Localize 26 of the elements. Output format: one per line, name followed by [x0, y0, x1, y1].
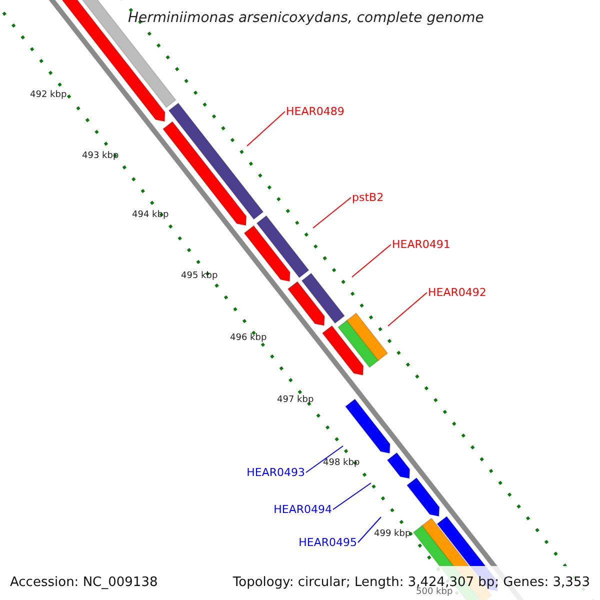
gene-name: HEAR0492: [428, 287, 486, 298]
scale-label: 495 kbp: [181, 272, 218, 281]
scale-label: 492 kbp: [30, 91, 67, 100]
gene-name: HEAR0494: [274, 504, 332, 515]
gene-name: HEAR0493: [246, 467, 305, 478]
leader-line: [306, 446, 344, 473]
leader-line: [358, 516, 382, 543]
gene-name: HEAR0495: [298, 537, 357, 548]
map-title: Herminiimonas arsenicoxydans, complete genome: [128, 11, 484, 25]
gene-name: pstB2: [352, 192, 384, 203]
leader-line: [388, 292, 428, 326]
scale-label: 499 kbp: [374, 530, 411, 539]
genome-summary: Topology: circular; Length: 3,424,307 bp; Genes: 3,353: [232, 576, 590, 589]
scale-label: 498 kbp: [323, 459, 360, 468]
scale-label: 500 kbp: [416, 588, 453, 597]
leader-line: [352, 244, 392, 278]
leader-line: [312, 197, 352, 228]
leader-line: [246, 111, 286, 146]
scale-label: 493 kbp: [82, 152, 119, 161]
scale-label: 496 kbp: [230, 334, 267, 343]
leader-line: [332, 482, 372, 510]
accession-text: Accession: NC_009138: [10, 576, 158, 589]
gene-name: HEAR0489: [286, 106, 344, 117]
gene-name: HEAR0491: [392, 239, 450, 250]
scale-label: 494 kbp: [132, 211, 169, 220]
scale-label: 497 kbp: [277, 396, 314, 405]
